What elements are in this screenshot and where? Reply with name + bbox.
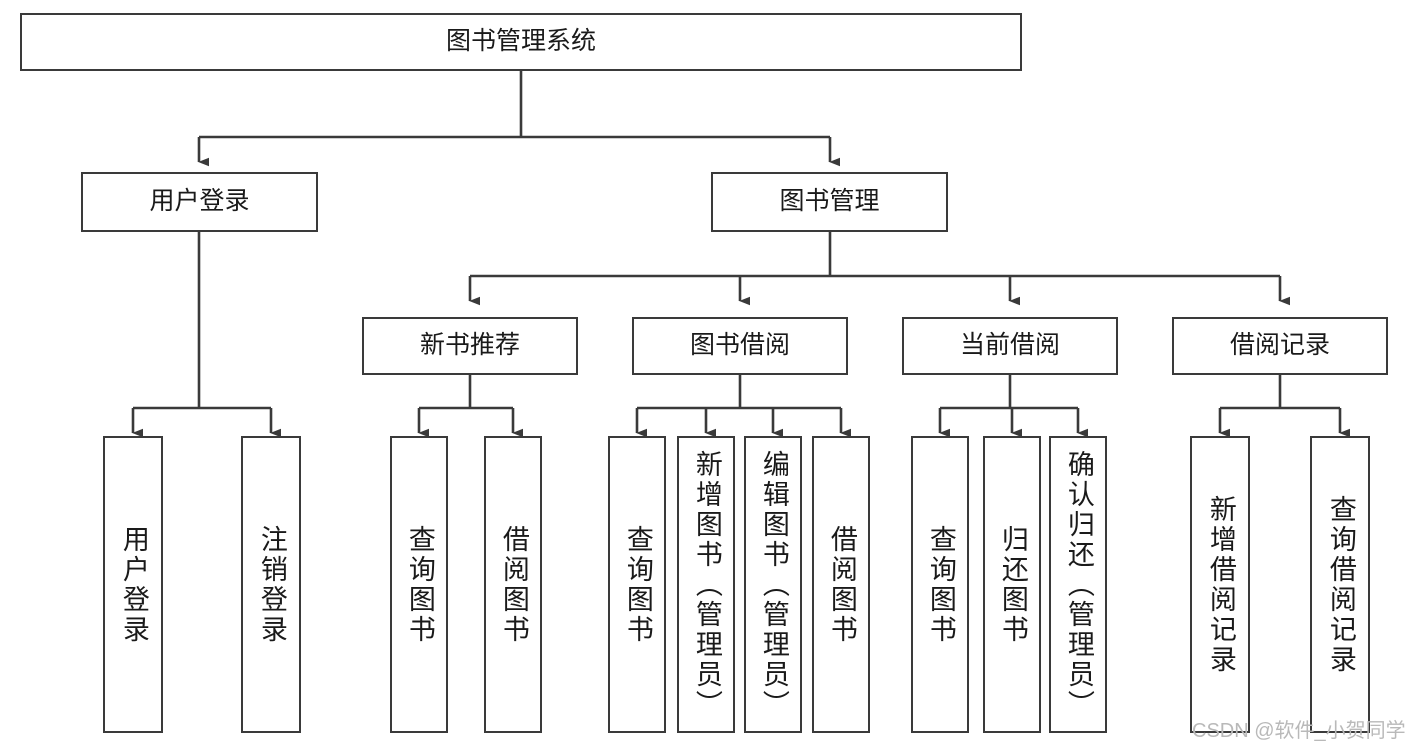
node-leaf-11[interactable]: 新增借阅记录 <box>1190 436 1250 733</box>
node-level3-2[interactable]: 当前借阅 <box>902 317 1118 375</box>
node-leaf-0[interactable]: 用户登录 <box>103 436 163 733</box>
node-leaf-6[interactable]: 编辑图书（管理员） <box>744 436 802 733</box>
node-level3-2-label: 当前借阅 <box>959 331 1060 360</box>
node-level3-0[interactable]: 新书推荐 <box>362 317 578 375</box>
node-leaf-9-label: 归还图书 <box>997 524 1028 645</box>
node-leaf-11-label: 新增借阅记录 <box>1205 494 1236 675</box>
node-leaf-7[interactable]: 借阅图书 <box>812 436 870 733</box>
node-leaf-4-label: 查询图书 <box>622 524 653 645</box>
node-level2-1-label: 图书管理 <box>779 187 880 216</box>
node-leaf-8[interactable]: 查询图书 <box>911 436 969 733</box>
node-leaf-3[interactable]: 借阅图书 <box>484 436 542 733</box>
node-leaf-12-label: 查询借阅记录 <box>1325 494 1356 675</box>
node-level2-0-label: 用户登录 <box>149 187 250 216</box>
node-leaf-2-label: 查询图书 <box>404 524 435 645</box>
node-leaf-2[interactable]: 查询图书 <box>390 436 448 733</box>
node-leaf-0-label: 用户登录 <box>118 524 149 645</box>
node-leaf-9[interactable]: 归还图书 <box>983 436 1041 733</box>
node-leaf-5-label: 新增图书（管理员） <box>691 449 722 720</box>
node-leaf-6-label: 编辑图书（管理员） <box>758 449 789 720</box>
node-level3-3-label: 借阅记录 <box>1229 331 1330 360</box>
node-leaf-7-label: 借阅图书 <box>826 524 857 645</box>
node-root[interactable]: 图书管理系统 <box>20 13 1022 71</box>
node-leaf-1[interactable]: 注销登录 <box>241 436 301 733</box>
node-level3-3[interactable]: 借阅记录 <box>1172 317 1388 375</box>
node-leaf-8-label: 查询图书 <box>925 524 956 645</box>
node-leaf-3-label: 借阅图书 <box>498 524 529 645</box>
node-leaf-10[interactable]: 确认归还（管理员） <box>1049 436 1107 733</box>
node-level3-1[interactable]: 图书借阅 <box>632 317 848 375</box>
node-leaf-1-label: 注销登录 <box>256 524 287 645</box>
node-leaf-4[interactable]: 查询图书 <box>608 436 666 733</box>
node-level3-1-label: 图书借阅 <box>689 331 790 360</box>
node-level3-0-label: 新书推荐 <box>419 331 520 360</box>
node-root-label: 图书管理系统 <box>445 27 596 56</box>
node-level2-0[interactable]: 用户登录 <box>81 172 318 232</box>
node-level2-1[interactable]: 图书管理 <box>711 172 948 232</box>
node-leaf-12[interactable]: 查询借阅记录 <box>1310 436 1370 733</box>
node-leaf-10-label: 确认归还（管理员） <box>1063 449 1094 720</box>
node-leaf-5[interactable]: 新增图书（管理员） <box>677 436 735 733</box>
